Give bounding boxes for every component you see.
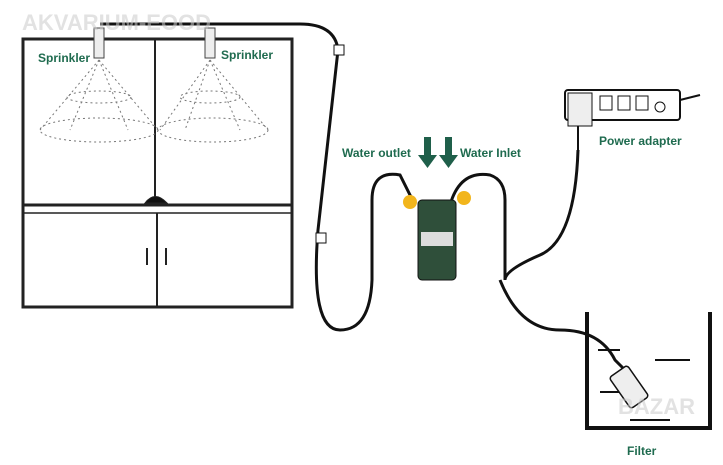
label-power-adapter: Power adapter <box>599 134 682 148</box>
sprinkler-right <box>157 27 269 143</box>
flow-arrows <box>418 137 458 168</box>
label-water-outlet: Water outlet <box>342 146 411 160</box>
label-filter: Filter <box>627 444 657 458</box>
sprinkler-left <box>39 27 159 143</box>
pump <box>403 191 471 281</box>
terrarium-cabinet <box>21 37 294 309</box>
watermark-bottom: BAZAR <box>618 394 695 419</box>
power-adapter <box>564 89 701 150</box>
tubing <box>100 22 632 377</box>
watermark-top: AKVARIUM-EOOD <box>22 10 211 35</box>
label-sprinkler-left: Sprinkler <box>38 51 90 65</box>
label-sprinkler-right: Sprinkler <box>221 48 273 62</box>
label-water-inlet: Water Inlet <box>460 146 521 160</box>
filter-bucket <box>585 312 712 430</box>
